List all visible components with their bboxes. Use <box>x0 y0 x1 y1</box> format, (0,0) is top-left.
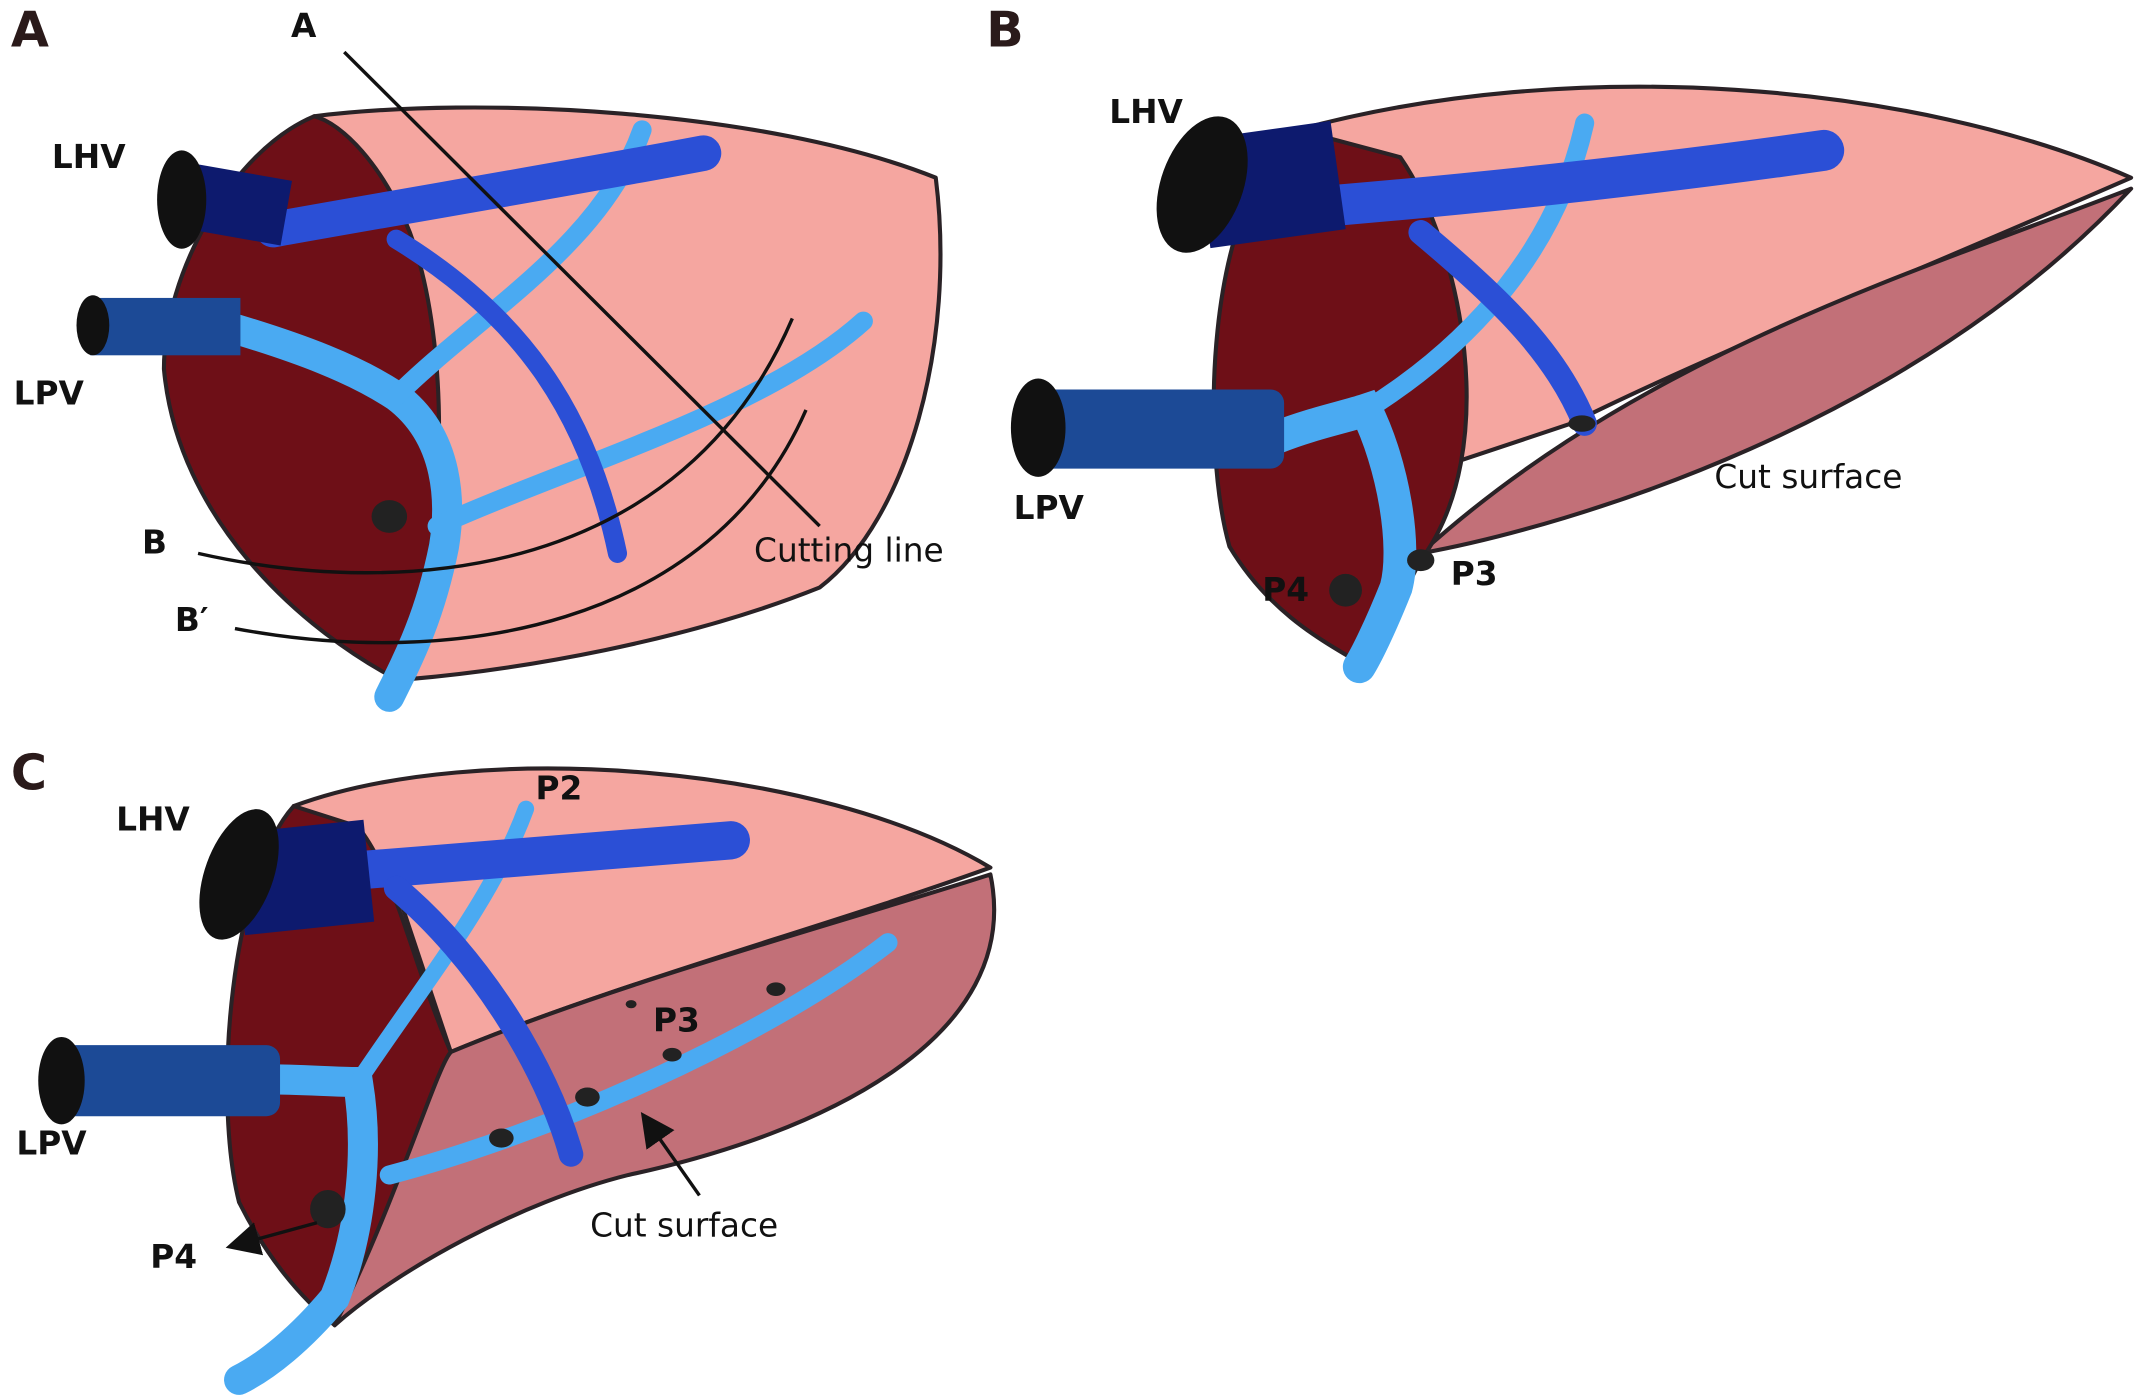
p3-stump <box>1407 549 1435 572</box>
arrow-cut-surface <box>640 1111 701 1197</box>
panel-letter-b: B <box>986 1 1023 59</box>
label-b-prime: B′ <box>175 601 209 639</box>
lhv-opening <box>1156 116 1248 253</box>
p4-stump <box>1329 573 1362 607</box>
panel-a: A A LHV LPV B B′ Cutting line <box>11 1 944 712</box>
panel-b: B LHV LPV Cut surface P4 P3 <box>986 1 2134 684</box>
panel-letter-c: C <box>11 744 47 802</box>
lpv-trunk <box>61 1045 281 1117</box>
label-lhv: LHV <box>52 138 126 176</box>
portal-stump <box>371 500 408 533</box>
label-p3: P3 <box>1451 555 1498 593</box>
label-lhv: LHV <box>1109 93 1183 131</box>
label-p4: P4 <box>1262 571 1309 609</box>
cutting-line-b-prime <box>234 409 808 645</box>
lpv-opening <box>1010 378 1066 477</box>
panel-c: C LHV LPV P2 P3 P4 Cut surface <box>11 744 997 1395</box>
lhv-opening <box>199 809 279 940</box>
label-b: B <box>142 523 167 561</box>
lpv-trunk <box>90 297 241 356</box>
label-lpv: LPV <box>14 374 85 412</box>
label-cut-surface: Cut surface <box>590 1206 778 1244</box>
lhv-branch-stump <box>1568 415 1596 432</box>
arrow-p4 <box>225 1221 318 1256</box>
label-cut-surface: Cut surface <box>1714 458 1902 496</box>
lpv-trunk <box>1038 389 1285 469</box>
label-cutting-line: Cutting line <box>754 532 944 570</box>
label-lhv: LHV <box>116 801 190 839</box>
label-p2: P2 <box>535 769 582 807</box>
panel-letter-a: A <box>11 1 49 59</box>
cutting-line-b <box>197 317 794 575</box>
lhv-opening <box>157 150 207 249</box>
label-p3: P3 <box>653 1002 700 1040</box>
label-lpv: LPV <box>16 1124 87 1162</box>
lpv-opening <box>38 1036 85 1125</box>
cut-label-a: A <box>291 7 317 45</box>
lhv-trunk <box>179 163 292 246</box>
label-p4: P4 <box>150 1238 197 1276</box>
hepatic-vein-branches <box>255 135 722 563</box>
branch-stumps <box>310 982 786 1229</box>
label-lpv: LPV <box>1014 489 1085 527</box>
liver-dark-segment <box>225 804 453 1328</box>
liver-surface <box>312 105 943 682</box>
lpv-opening <box>76 295 110 356</box>
cutting-line-a <box>343 50 821 528</box>
hepatic-vein-branches <box>1318 129 1845 436</box>
liver-dark-segment <box>161 114 442 682</box>
